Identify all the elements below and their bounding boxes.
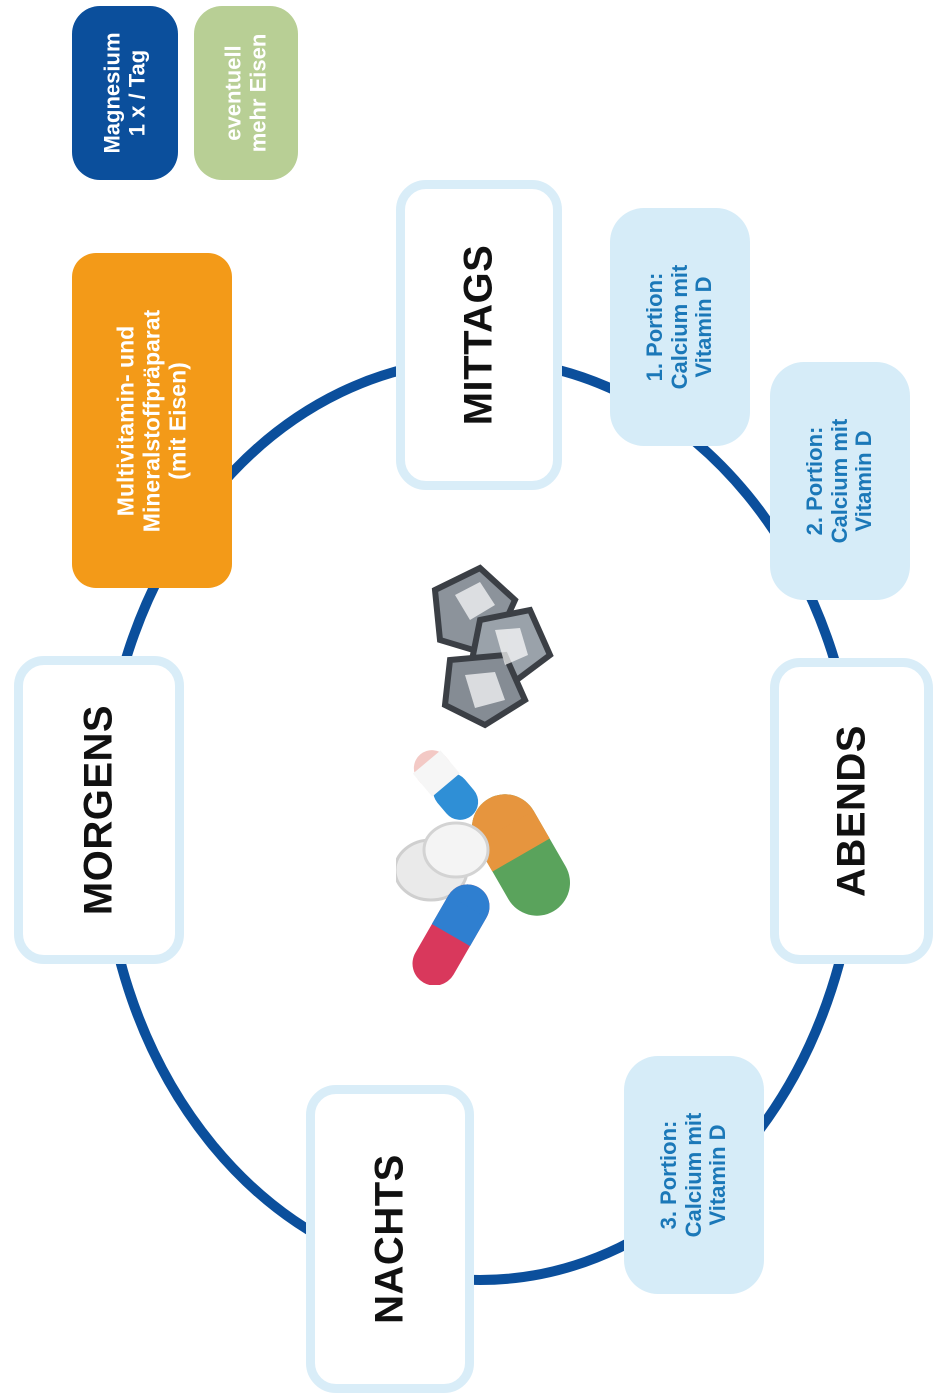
pills-image bbox=[396, 750, 570, 985]
multivitamin-line-1: Multivitamin- und bbox=[112, 325, 139, 516]
time-label-evening: ABENDS bbox=[829, 725, 874, 897]
time-box-night: NACHTS bbox=[306, 1085, 474, 1393]
foil-tablets-image bbox=[431, 564, 554, 729]
multivitamin-line-2: Mineralstoffpräparat bbox=[138, 309, 165, 532]
portion-1-line-1: 1. Portion: bbox=[642, 272, 668, 382]
magnesium-line-1: Magnesium bbox=[99, 32, 125, 154]
time-box-morning: MORGENS bbox=[14, 656, 184, 964]
portion-1-box: 1. Portion: Calcium mit Vitamin D bbox=[610, 208, 750, 446]
portion-2-line-1: 2. Portion: bbox=[802, 426, 828, 536]
portion-3-line-2: Calcium mit bbox=[680, 1112, 706, 1238]
portion-1-line-2: Calcium mit bbox=[666, 264, 692, 390]
iron-line-2: mehr Eisen bbox=[245, 33, 270, 153]
portion-3-box: 3. Portion: Calcium mit Vitamin D bbox=[624, 1056, 764, 1294]
portion-3-line-1: 3. Portion: bbox=[656, 1120, 682, 1230]
portion-2-box: 2. Portion: Calcium mit Vitamin D bbox=[770, 362, 910, 600]
multivitamin-line-3: (mit Eisen) bbox=[163, 361, 190, 480]
time-box-evening: ABENDS bbox=[770, 658, 933, 964]
portion-2-line-3: Vitamin D bbox=[851, 430, 877, 532]
portion-1-line-3: Vitamin D bbox=[691, 276, 717, 378]
iron-tag: eventuell mehr Eisen bbox=[194, 6, 298, 180]
time-label-morning: MORGENS bbox=[76, 704, 121, 916]
iron-line-1: eventuell bbox=[220, 45, 246, 141]
time-label-noon: MITTAGS bbox=[456, 244, 501, 426]
magnesium-tag: Magnesium 1 x / Tag bbox=[72, 6, 178, 180]
portion-2-line-2: Calcium mit bbox=[826, 418, 852, 544]
time-box-noon: MITTAGS bbox=[396, 180, 562, 490]
portion-3-line-3: Vitamin D bbox=[705, 1124, 731, 1226]
magnesium-line-2: 1 x / Tag bbox=[124, 49, 149, 137]
multivitamin-box: Multivitamin- und Mineralstoffpräparat (… bbox=[72, 253, 232, 588]
time-label-night: NACHTS bbox=[367, 1154, 412, 1324]
